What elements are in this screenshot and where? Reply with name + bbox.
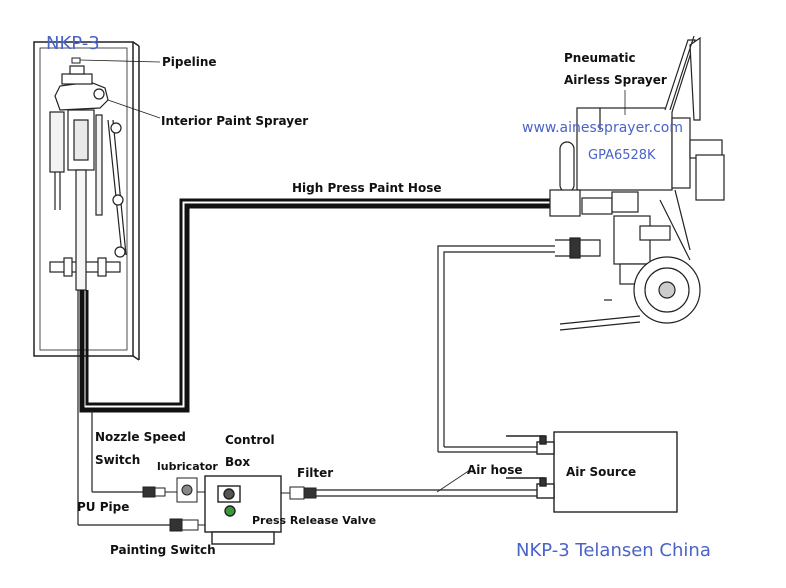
- pu-pipe-label: PU Pipe: [77, 500, 130, 514]
- interior-sprayer-leader: [107, 99, 161, 119]
- nozzle-label-line1: Nozzle Speed: [95, 430, 186, 444]
- painting-switch-device: [169, 518, 205, 532]
- painting-switch-label: Painting Switch: [110, 543, 216, 557]
- filter-device: [281, 486, 317, 500]
- pneumatic-label-line1: Pneumatic: [564, 51, 636, 65]
- high-press-paint-hose-inner: [85, 198, 555, 406]
- control-box: [204, 475, 282, 545]
- nozzle-label-line2: Switch: [95, 453, 141, 467]
- press-release-label: Press Release Valve: [252, 514, 377, 527]
- interior-sprayer-label: Interior Paint Sprayer: [161, 114, 309, 128]
- lubricator-device: [165, 477, 205, 503]
- air-source-box: [506, 431, 678, 513]
- filter-label: Filter: [297, 466, 334, 480]
- hose-label: High Press Paint Hose: [292, 181, 442, 195]
- control-box-label-line2: Box: [225, 455, 251, 469]
- air-hose-label: Air hose: [467, 463, 523, 477]
- pipeline-label: Pipeline: [162, 55, 217, 69]
- model-top-label: NKP-3: [46, 33, 100, 54]
- footer-label: NKP-3 Telansen China: [516, 540, 711, 561]
- pu-pipe: [77, 290, 170, 526]
- air-hose: [316, 245, 557, 497]
- high-press-paint-hose: [79, 203, 555, 413]
- interior-sprayer: [49, 65, 127, 291]
- air-hose-leader: [436, 469, 471, 493]
- pneumatic-airless-sprayer: [549, 35, 725, 331]
- lubricator-label: lubricator: [157, 460, 218, 473]
- control-box-label-line1: Control: [225, 433, 275, 447]
- pipeline-part: [71, 57, 161, 64]
- pneumatic-label-line2: Airless Sprayer: [564, 73, 667, 87]
- nozzle-speed-switch: [142, 486, 166, 498]
- model-sprayer-label: GPA6528K: [588, 148, 656, 163]
- air-source-label: Air Source: [566, 465, 637, 479]
- website-watermark: www.ainessprayer.com: [522, 120, 683, 136]
